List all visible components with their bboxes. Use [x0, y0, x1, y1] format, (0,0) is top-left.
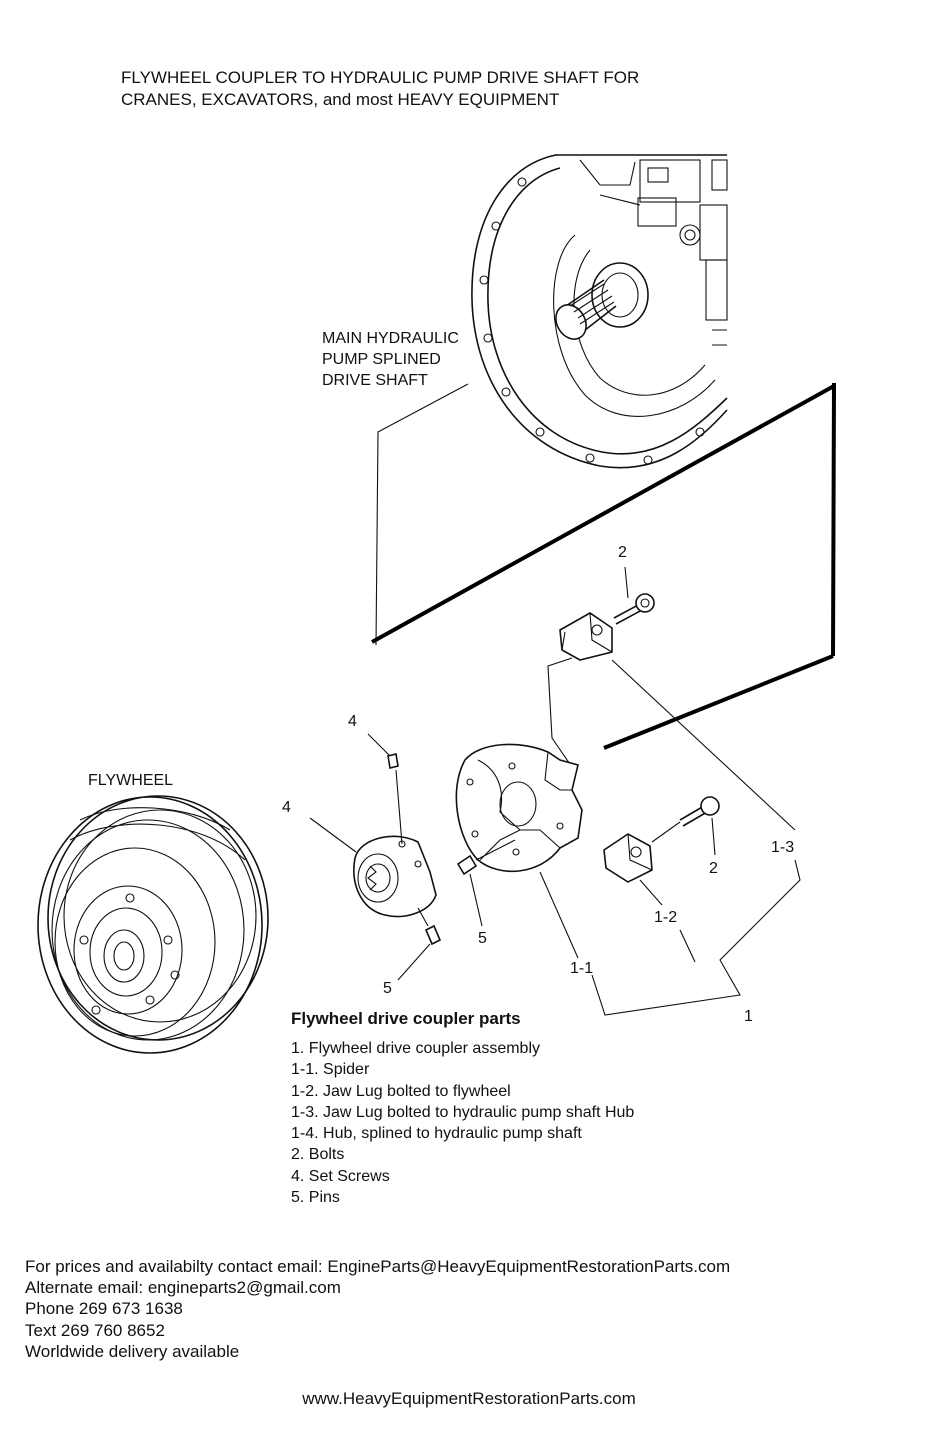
pump-body — [555, 154, 728, 346]
list-item: 1-4. Hub, splined to hydraulic pump shaf… — [291, 1125, 582, 1143]
title-line-1: FLYWHEEL COUPLER TO HYDRAULIC PUMP DRIVE… — [121, 68, 640, 87]
callout-set-screw-left: 4 — [282, 799, 291, 816]
callout-bolt-right: 2 — [709, 860, 718, 877]
bolt-top — [613, 566, 655, 625]
list-item: 5. Pins — [291, 1189, 340, 1207]
flywheel-label: FLYWHEEL — [88, 772, 174, 789]
parts-list: Flywheel drive coupler parts 1. Flywheel… — [291, 1008, 851, 1208]
contact-info: For prices and availabilty contact email… — [25, 1256, 925, 1362]
pump-label-line-3: DRIVE SHAFT — [322, 372, 428, 389]
callout-pin-middle: 5 — [478, 930, 487, 947]
pump-label-leader — [375, 383, 469, 646]
flange-bolt-holes — [479, 177, 705, 465]
callout-spider: 1-1 — [570, 960, 594, 977]
alignment-line-top — [371, 384, 835, 644]
contact-delivery: Worldwide delivery available — [25, 1341, 240, 1361]
callout-1-2-leader — [639, 879, 663, 906]
contact-text: Text 269 760 8652 — [25, 1320, 165, 1340]
list-item: 1. Flywheel drive coupler assembly — [291, 1040, 540, 1057]
alignment-line-right — [831, 382, 836, 657]
bolt-right — [651, 796, 720, 856]
pin-middle — [456, 839, 516, 927]
spider — [455, 743, 583, 873]
hydraulic-pump-illustration — [471, 154, 728, 469]
jaw-lug-hub-leader — [547, 657, 575, 771]
parts-list-heading: Flywheel drive coupler parts — [291, 1009, 521, 1028]
parts-list-items: 1. Flywheel drive coupler assembly 1-1. … — [291, 1038, 851, 1208]
contact-alt-email: Alternate email: engineparts2@gmail.com — [25, 1278, 341, 1298]
callout-1-1-leader — [539, 871, 579, 959]
callout-1-3-leader — [611, 659, 796, 831]
list-item: 2. Bolts — [291, 1146, 345, 1164]
callout-assembly: 1 — [744, 1008, 753, 1025]
set-screw-left-leader — [309, 817, 357, 853]
list-item: 1-2. Jaw Lug bolted to flywheel — [291, 1082, 511, 1100]
jaw-lug-flywheel — [603, 833, 653, 883]
hub — [353, 835, 437, 918]
callout-bolt-top: 2 — [618, 544, 627, 561]
contact-phone: Phone 269 673 1638 — [25, 1299, 183, 1319]
shaft-splines — [569, 283, 615, 325]
callout-jaw-lug-hub: 1-3 — [771, 839, 795, 856]
callout-jaw-lug-flywheel: 1-2 — [654, 909, 678, 926]
list-item: 1-3. Jaw Lug bolted to hydraulic pump sh… — [291, 1103, 635, 1121]
flywheel-illustration — [37, 795, 269, 1054]
jaw-lug-hub — [559, 612, 613, 661]
set-screw-top — [367, 733, 403, 845]
list-item: 4. Set Screws — [291, 1167, 390, 1185]
assembly-bracket — [591, 859, 801, 1016]
page-title: FLYWHEEL COUPLER TO HYDRAULIC PUMP DRIVE… — [121, 67, 761, 111]
website-url: www.HeavyEquipmentRestorationParts.com — [302, 1389, 636, 1408]
callout-pin-bottom: 5 — [383, 980, 392, 997]
alignment-line-lower — [603, 654, 834, 750]
title-line-2: CRANES, EXCAVATORS, and most HEAVY EQUIP… — [121, 90, 560, 109]
pump-label-line-2: PUMP SPLINED — [322, 351, 441, 368]
callout-set-screw-top: 4 — [348, 713, 357, 730]
pump-shaft-label: MAIN HYDRAULIC PUMP SPLINED DRIVE SHAFT — [322, 328, 459, 391]
contact-email: For prices and availabilty contact email… — [25, 1257, 731, 1276]
pin-bottom — [397, 907, 442, 981]
list-item: 1-1. Spider — [291, 1061, 370, 1079]
pump-label-line-1: MAIN HYDRAULIC — [322, 330, 459, 347]
